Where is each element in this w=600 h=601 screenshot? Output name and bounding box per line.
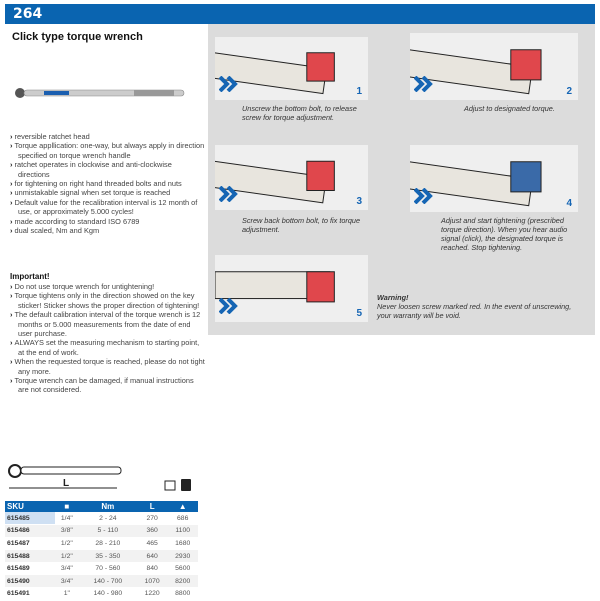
- step-number: 5: [356, 308, 362, 319]
- step-number: 4: [566, 198, 572, 209]
- important-item: ALWAYS set the measuring mechanism to st…: [10, 338, 205, 357]
- table-cell: 615489: [5, 562, 55, 576]
- length-label: L: [63, 478, 69, 489]
- step-image-2: 2: [410, 33, 578, 100]
- table-cell: 28 - 210: [78, 537, 137, 551]
- chevron-right-icon: [413, 187, 434, 209]
- table-cell: 2 - 24: [78, 512, 137, 526]
- table-cell: 140 - 700: [78, 574, 137, 589]
- product-title: Click type torque wrench: [12, 31, 143, 43]
- step-caption: Adjust and start tightening (prescribed …: [441, 216, 568, 252]
- table-cell: 615485: [5, 512, 55, 526]
- step-caption: Screw back bottom bolt, to fix torque ad…: [242, 216, 361, 234]
- table-cell: 1680: [167, 537, 198, 551]
- column-header: L: [136, 501, 168, 512]
- feature-item: made according to standard ISO 6789: [10, 217, 205, 226]
- important-item: The default calibration interval of the …: [10, 310, 205, 338]
- section-header: 264: [5, 4, 595, 24]
- table-cell: 840: [136, 562, 168, 576]
- table-cell: 1/2": [54, 549, 79, 563]
- important-item: Torque wrench can be damaged, if manual …: [10, 376, 205, 395]
- table-cell: 615486: [5, 524, 55, 538]
- table-cell: 3/4": [54, 562, 79, 576]
- table-cell: 5600: [167, 562, 198, 576]
- section-code: 264: [13, 6, 43, 22]
- step-caption: Adjust to designated torque.: [464, 104, 555, 113]
- warning-title: Warning!: [377, 293, 409, 302]
- dimension-diagram: L: [8, 464, 191, 491]
- warning-text: Never loosen screw marked red. In the ev…: [377, 302, 572, 320]
- table-cell: 615490: [5, 574, 55, 589]
- column-header: SKU: [5, 501, 55, 512]
- column-header: Nm: [78, 501, 137, 512]
- table-cell: 1/4": [54, 512, 79, 526]
- table-cell: 70 - 560: [78, 562, 137, 576]
- table-cell: 3/4": [54, 574, 79, 589]
- table-cell: 140 - 980: [78, 587, 137, 601]
- feature-item: Torque appllication: one-way, but always…: [10, 141, 205, 160]
- column-header: ▲: [167, 501, 198, 512]
- chevron-right-icon: [218, 75, 239, 97]
- feature-item: reversible ratchet head: [10, 132, 205, 141]
- step-number: 2: [566, 86, 572, 97]
- chevron-right-icon: [218, 185, 239, 207]
- table-cell: 686: [167, 512, 198, 526]
- table-cell: 615488: [5, 549, 55, 563]
- important-list: Do not use torque wrench for untightenin…: [10, 282, 205, 395]
- important-item: When the requested torque is reached, pl…: [10, 357, 205, 376]
- feature-item: for tightening on right hand threaded bo…: [10, 179, 205, 188]
- table-cell: 3/8": [54, 524, 79, 538]
- important-item: Do not use torque wrench for untightenin…: [10, 282, 205, 291]
- table-cell: 640: [136, 549, 168, 563]
- table-cell: 35 - 350: [78, 549, 137, 563]
- table-cell: 1220: [136, 587, 168, 601]
- torque-wrench-image: [15, 88, 185, 98]
- important-item: Torque tightens only in the direction sh…: [10, 291, 205, 310]
- table-cell: 1070: [136, 574, 168, 589]
- feature-item: Default value for the recalibration inte…: [10, 198, 205, 217]
- table-cell: 615487: [5, 537, 55, 551]
- table-cell: 8800: [167, 587, 198, 601]
- step-image-1: 1: [215, 37, 368, 100]
- table-cell: 2930: [167, 549, 198, 563]
- table-cell: 465: [136, 537, 168, 551]
- table-cell: 8200: [167, 574, 198, 589]
- column-header: ■: [54, 501, 79, 512]
- step-image-4: 4: [410, 145, 578, 212]
- step-caption: Unscrew the bottom bolt, to release scre…: [242, 104, 357, 122]
- table-cell: 5 - 110: [78, 524, 137, 538]
- chevron-right-icon: [413, 75, 434, 97]
- feature-item: ratchet operates in clockwise and anti-c…: [10, 160, 205, 179]
- table-cell: 615491: [5, 587, 55, 601]
- step-image-5: 5: [215, 255, 368, 322]
- feature-list: reversible ratchet headTorque appllicati…: [10, 132, 205, 235]
- warning-note: Warning!Never loosen screw marked red. I…: [377, 293, 587, 320]
- feature-item: unmistakable signal when set torque is r…: [10, 188, 205, 197]
- feature-item: dual scaled, Nm and Kgm: [10, 226, 205, 235]
- table-cell: 1100: [167, 524, 198, 538]
- important-title: Important!: [10, 272, 50, 281]
- step-number: 3: [356, 196, 362, 207]
- table-cell: 1": [54, 587, 79, 601]
- table-cell: 1/2": [54, 537, 79, 551]
- table-cell: 270: [136, 512, 168, 526]
- chevron-right-icon: [218, 297, 239, 319]
- step-image-3: 3: [215, 145, 368, 210]
- step-number: 1: [356, 86, 362, 97]
- table-cell: 360: [136, 524, 168, 538]
